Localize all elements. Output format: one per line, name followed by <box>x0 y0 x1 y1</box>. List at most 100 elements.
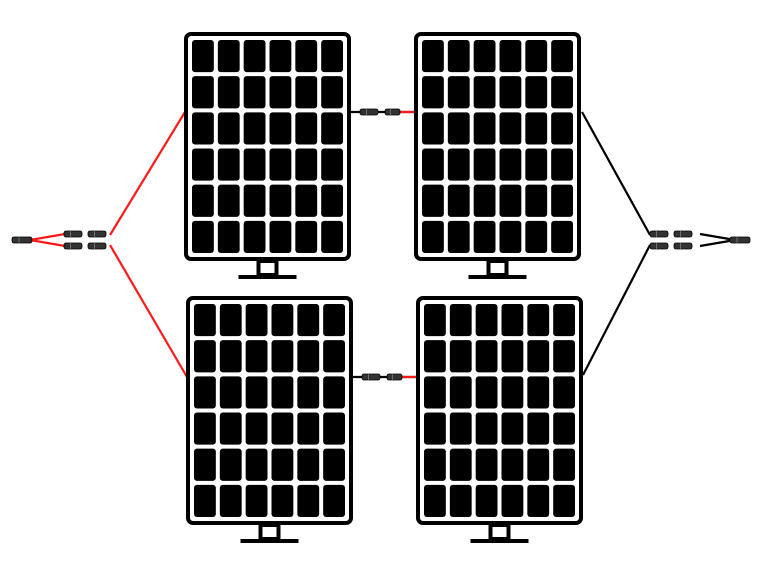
solar-cell <box>245 484 268 517</box>
connector-body <box>361 373 381 381</box>
mc4-connector <box>729 236 751 244</box>
connector-body <box>87 242 107 250</box>
solar-cell <box>499 112 522 145</box>
solar-cell <box>424 412 446 445</box>
solar-cell <box>295 40 318 73</box>
solar-cell <box>551 76 573 109</box>
solar-cell <box>424 448 446 481</box>
solar-cell <box>447 112 470 145</box>
solar-cell <box>551 148 573 181</box>
solar-cell <box>243 76 266 109</box>
solar-cell <box>297 376 320 409</box>
solar-cell <box>323 340 345 373</box>
solar-cell <box>192 148 214 181</box>
solar-cell <box>424 484 446 517</box>
wire <box>109 111 186 236</box>
mc4-connector <box>63 242 83 250</box>
solar-cell <box>217 220 240 253</box>
mc4-connector <box>673 230 693 238</box>
solar-cell <box>449 412 472 445</box>
solar-cell <box>269 148 292 181</box>
solar-cell <box>501 412 524 445</box>
solar-cell <box>551 220 573 253</box>
solar-cell <box>525 112 548 145</box>
solar-cell <box>422 184 444 217</box>
solar-cell <box>243 112 266 145</box>
solar-cell <box>422 40 444 73</box>
solar-cell <box>194 304 216 337</box>
solar-cell <box>192 220 214 253</box>
solar-cell <box>321 112 343 145</box>
solar-cell <box>295 76 318 109</box>
solar-cell <box>499 220 522 253</box>
solar-panel-top-left <box>184 32 351 279</box>
connector-body <box>386 373 403 381</box>
solar-cell <box>447 76 470 109</box>
solar-cell <box>499 148 522 181</box>
mc4-connector <box>384 108 401 116</box>
solar-cell <box>269 112 292 145</box>
solar-cell <box>422 112 444 145</box>
connector-body <box>63 242 83 250</box>
solar-cell <box>217 184 240 217</box>
wire <box>29 232 66 242</box>
solar-cell <box>527 484 550 517</box>
panel-stand-base <box>238 275 297 279</box>
solar-cell <box>295 184 318 217</box>
connector-body <box>729 236 751 244</box>
solar-cell <box>424 340 446 373</box>
connector-body <box>359 108 379 116</box>
solar-cell <box>551 40 573 73</box>
solar-cell <box>271 448 294 481</box>
connector-body <box>673 230 693 238</box>
solar-cell <box>295 220 318 253</box>
solar-cell <box>194 484 216 517</box>
solar-cell <box>192 184 214 217</box>
solar-cell <box>269 184 292 217</box>
solar-cell <box>192 76 214 109</box>
solar-cell <box>323 412 345 445</box>
solar-cell <box>447 184 470 217</box>
panel-stand <box>256 259 279 277</box>
solar-cell <box>551 112 573 145</box>
solar-cell <box>501 304 524 337</box>
wire <box>581 111 651 236</box>
solar-cell <box>217 76 240 109</box>
solar-cell <box>271 340 294 373</box>
solar-cell <box>271 304 294 337</box>
solar-cell <box>219 484 242 517</box>
solar-cell <box>323 484 345 517</box>
solar-cell <box>295 112 318 145</box>
connector-body <box>649 242 669 250</box>
solar-panel-bottom-right <box>416 296 583 543</box>
solar-cell <box>217 148 240 181</box>
solar-cell <box>422 220 444 253</box>
connector-body <box>87 230 107 238</box>
solar-cell <box>217 40 240 73</box>
solar-cell <box>475 376 498 409</box>
solar-cell <box>473 148 496 181</box>
solar-cell <box>553 340 575 373</box>
solar-cell <box>192 112 214 145</box>
solar-cell <box>321 40 343 73</box>
solar-cell <box>269 76 292 109</box>
solar-cell <box>527 412 550 445</box>
solar-cell <box>321 184 343 217</box>
solar-cell <box>243 184 266 217</box>
mc4-connector <box>359 108 379 116</box>
connector-body <box>11 236 33 244</box>
solar-cell <box>422 148 444 181</box>
wire <box>582 244 651 376</box>
solar-cell <box>499 40 522 73</box>
solar-cell <box>473 184 496 217</box>
solar-cell <box>525 184 548 217</box>
solar-cell <box>449 448 472 481</box>
wire <box>699 232 736 242</box>
panel-stand-base <box>240 539 299 543</box>
solar-cell <box>475 304 498 337</box>
wire <box>109 244 188 378</box>
solar-cell <box>422 76 444 109</box>
solar-cell <box>501 340 524 373</box>
connector-body <box>673 242 693 250</box>
